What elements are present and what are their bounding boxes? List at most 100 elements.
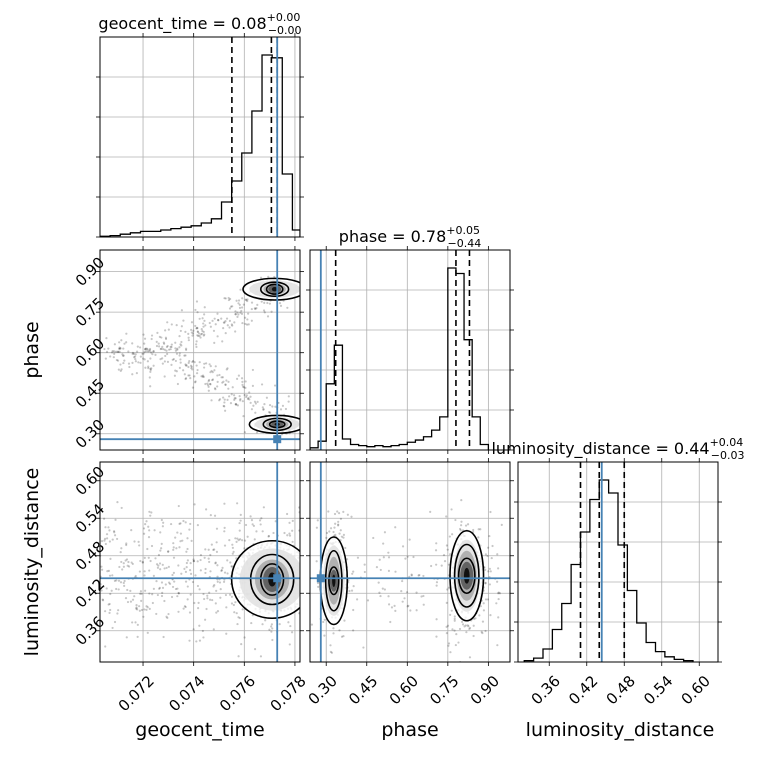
sample-point (149, 357, 152, 360)
sample-point (131, 373, 134, 376)
hist-clip (100, 37, 300, 237)
sample-point (144, 348, 147, 351)
sample-point (225, 606, 228, 609)
sample-point (262, 408, 265, 411)
sample-point (187, 361, 190, 365)
sample-point (191, 334, 194, 337)
sample-point (207, 557, 210, 560)
sample-point (178, 335, 181, 338)
sample-point (264, 619, 267, 622)
sample-point (149, 368, 152, 372)
sample-point (152, 587, 155, 590)
sample-point (447, 563, 451, 566)
sample-point (213, 584, 216, 587)
sample-point (244, 380, 247, 383)
sample-point (283, 531, 286, 535)
sample-point (188, 569, 192, 572)
sample-point (253, 648, 257, 651)
sample-point (187, 332, 190, 335)
sample-point (162, 348, 165, 351)
sample-point (105, 350, 109, 353)
sample-point (435, 563, 438, 566)
sample-point (243, 393, 246, 397)
sample-point (134, 357, 137, 361)
sample-point (463, 625, 466, 628)
sample-point (178, 522, 181, 525)
sample-point (143, 570, 146, 573)
sample-point (196, 368, 199, 372)
sample-point (147, 525, 150, 528)
sample-point (231, 552, 234, 555)
sample-point (234, 403, 237, 406)
sample-point (244, 523, 248, 527)
sample-point (203, 319, 206, 322)
sample-point (105, 533, 109, 536)
sample-point (342, 533, 346, 536)
sample-point (105, 337, 108, 340)
sample-point (344, 546, 347, 550)
sample-point (103, 539, 106, 542)
sample-point (287, 621, 290, 624)
sample-point (180, 309, 184, 312)
sample-point (329, 650, 332, 654)
sample-point (223, 502, 226, 505)
sample-point (109, 608, 112, 612)
sample-point (180, 340, 183, 344)
sample-point (196, 334, 199, 337)
sample-point (228, 593, 232, 596)
sample-point (119, 363, 122, 366)
sample-point (189, 561, 192, 565)
sample-point (468, 626, 472, 630)
sample-point (183, 605, 186, 608)
sample-point (352, 629, 355, 632)
sample-point (107, 569, 111, 572)
sample-point (146, 360, 149, 363)
sample-point (178, 352, 181, 355)
sample-point (261, 623, 264, 626)
sample-point (205, 508, 208, 511)
sample-point (468, 627, 471, 631)
sample-point (211, 319, 214, 322)
sample-point (209, 325, 212, 328)
y-tick-label: 0.45 (72, 375, 108, 411)
sample-point (206, 597, 209, 600)
sample-point (346, 558, 349, 561)
sample-point (457, 641, 460, 644)
sample-point (202, 322, 205, 325)
panel-title: phase = 0.78+0.05−0.44 (339, 224, 481, 250)
sample-point (185, 348, 188, 352)
sample-point (143, 556, 146, 559)
sample-point (219, 588, 222, 591)
sample-point (224, 409, 227, 412)
sample-point (233, 321, 236, 324)
sample-point (484, 582, 487, 585)
sample-point (222, 580, 226, 583)
sample-point (223, 526, 226, 529)
sample-point (195, 372, 199, 375)
sample-point (486, 554, 489, 558)
sample-point (489, 614, 492, 617)
sample-point (126, 564, 129, 567)
sample-point (488, 567, 491, 570)
sample-point (202, 334, 205, 337)
sample-point (164, 337, 168, 341)
sample-point (173, 374, 176, 377)
sample-point (454, 518, 457, 522)
sample-point (224, 383, 227, 386)
sample-point (259, 523, 262, 526)
sample-point (226, 572, 229, 575)
sample-point (327, 510, 330, 513)
sample-point (158, 562, 162, 565)
sample-point (387, 556, 391, 559)
sample-point (289, 624, 292, 628)
y-tick-label: 0.60 (72, 335, 108, 371)
sample-point (119, 551, 122, 554)
sample-point (250, 307, 253, 311)
sample-point (234, 601, 237, 604)
sample-point (107, 603, 110, 606)
sample-point (202, 636, 205, 639)
sample-point (191, 360, 194, 364)
sample-point (102, 517, 106, 520)
sample-point (401, 545, 405, 548)
